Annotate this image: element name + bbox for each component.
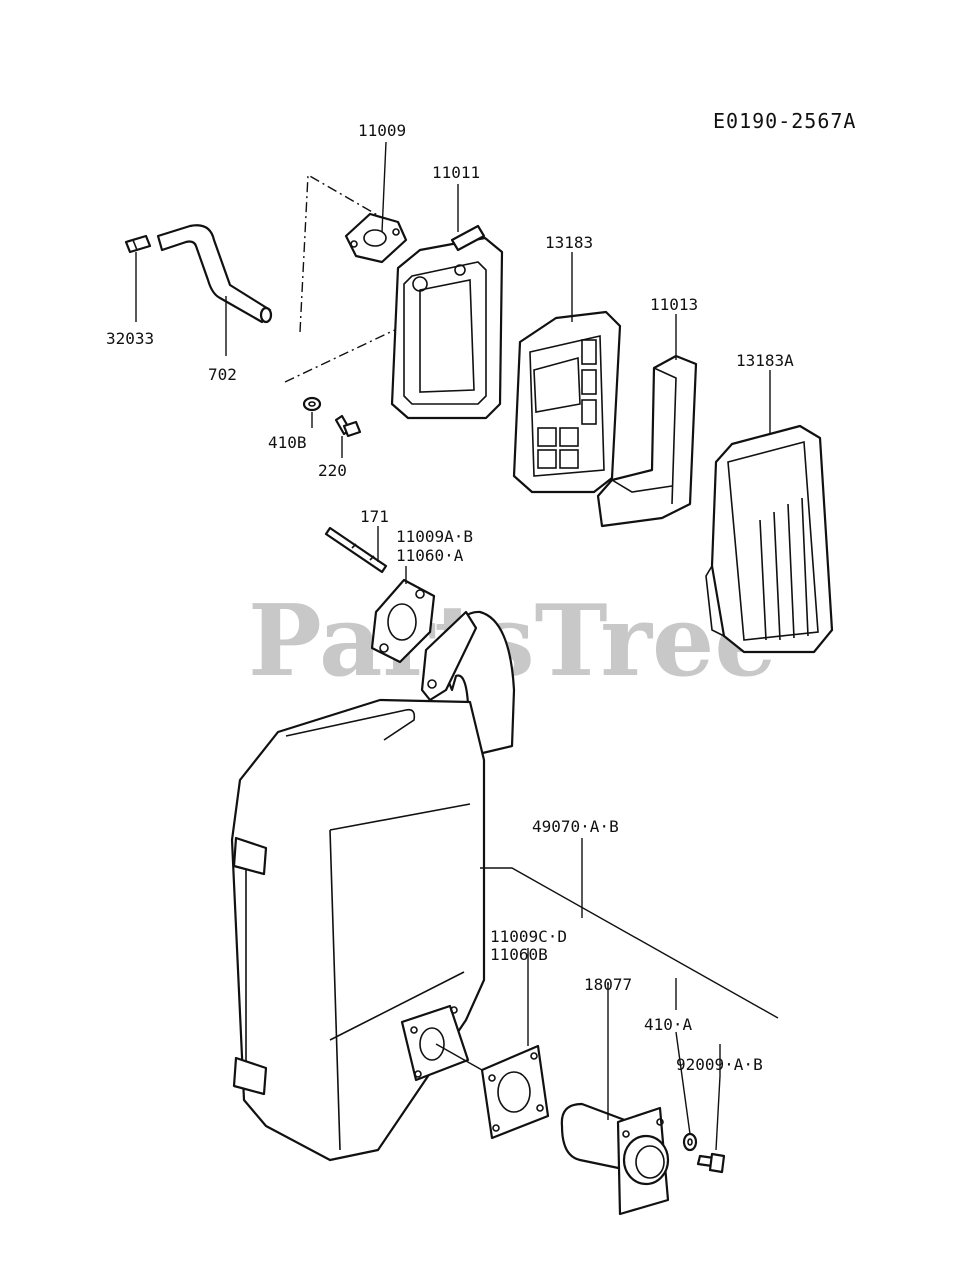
label-11009A-B[interactable]: 11009A·B (396, 527, 473, 546)
part-32033-clip[interactable] (124, 234, 152, 254)
reference-code: E0190-2567A (713, 109, 856, 133)
label-11011[interactable]: 11011 (432, 163, 480, 182)
part-13183-element-frame[interactable] (512, 310, 622, 494)
part-410B-washer[interactable] (302, 396, 322, 412)
assembly-line-washer (284, 299, 459, 383)
label-171[interactable]: 171 (360, 507, 389, 526)
part-13183A-cover[interactable] (705, 424, 834, 654)
label-410-A[interactable]: 410·A (644, 1015, 693, 1034)
part-11009C-D-gasket[interactable] (480, 1044, 550, 1140)
part-92009-A-B-bolt[interactable] (696, 1152, 726, 1174)
label-702[interactable]: 702 (208, 365, 237, 384)
label-410B[interactable]: 410B (268, 433, 307, 452)
label-11060B[interactable]: 11060B (490, 945, 548, 964)
part-171-stud-bolt[interactable] (324, 526, 388, 574)
label-18077[interactable]: 18077 (584, 975, 632, 994)
part-702-breather-tube[interactable] (156, 224, 273, 324)
label-11009[interactable]: 11009 (358, 121, 406, 140)
part-11013-foam-element[interactable] (596, 354, 698, 528)
label-49070-A-B[interactable]: 49070·A·B (532, 817, 619, 836)
part-11011-air-cleaner-base[interactable] (390, 224, 504, 420)
part-muffler-exhaust-pipe[interactable] (420, 610, 516, 758)
label-13183[interactable]: 13183 (545, 233, 593, 252)
label-11060-A[interactable]: 11060·A (396, 546, 464, 565)
part-410-A-washer[interactable] (682, 1132, 698, 1152)
align-line-gasket (435, 1043, 483, 1071)
label-11009C-D[interactable]: 11009C·D (490, 927, 567, 946)
assembly-line-breather (299, 173, 401, 333)
part-220-bolt[interactable] (334, 414, 362, 438)
label-92009-A-B[interactable]: 92009·A·B (676, 1055, 763, 1074)
leader-lines (135, 141, 779, 1151)
label-32033[interactable]: 32033 (106, 329, 154, 348)
label-11013[interactable]: 11013 (650, 295, 698, 314)
label-13183A[interactable]: 13183A (736, 351, 794, 370)
part-muffler-body[interactable] (230, 698, 486, 1162)
part-11009A-B-gasket[interactable] (370, 578, 436, 664)
label-220[interactable]: 220 (318, 461, 347, 480)
part-18077-spark-arrester[interactable] (560, 1102, 670, 1216)
part-11009-gasket[interactable] (344, 212, 408, 264)
